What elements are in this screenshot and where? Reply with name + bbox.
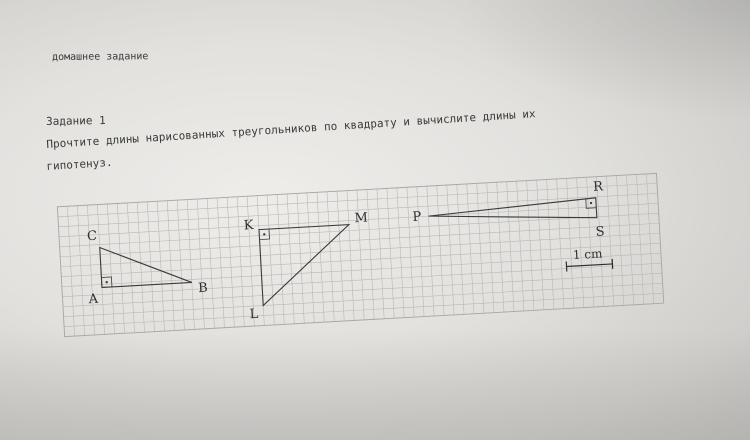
grid-line-vertical — [606, 176, 615, 306]
triangle-abc — [99, 246, 193, 289]
grid-line-vertical — [516, 181, 525, 311]
vertex-label-p: P — [412, 210, 422, 225]
grid-line-vertical — [136, 202, 145, 333]
grid-line-horizontal — [63, 282, 663, 317]
grid-line-vertical — [87, 205, 95, 335]
grid-line-vertical — [356, 190, 365, 320]
grid-line-vertical — [336, 191, 345, 322]
grid-line-horizontal — [61, 242, 661, 278]
vertex-label-s: S — [595, 224, 605, 239]
grid-line-horizontal — [59, 212, 659, 248]
grid-line-vertical — [236, 196, 245, 327]
grid-line-vertical — [206, 198, 215, 329]
grid-line-horizontal — [62, 272, 663, 307]
grid-line-vertical — [426, 186, 435, 316]
grid-line-vertical — [546, 179, 555, 310]
triangle-prs — [428, 197, 598, 219]
vertex-label-r: R — [593, 179, 605, 195]
grid-line-vertical — [626, 174, 635, 305]
paper-shadow — [0, 330, 750, 440]
grid-line-vertical — [376, 188, 385, 319]
vertex-label-m: M — [354, 211, 368, 227]
grid-line-vertical — [446, 185, 455, 315]
grid-line-vertical — [226, 197, 235, 328]
grid-line-vertical — [107, 204, 115, 334]
grid-line-vertical — [216, 197, 225, 328]
grid-line-horizontal — [58, 193, 658, 228]
grid-line-vertical — [416, 186, 425, 317]
vertex-label-l: L — [249, 307, 259, 322]
vertex-label-b: B — [198, 281, 208, 297]
grid-line-vertical — [436, 185, 445, 316]
grid-line-vertical — [77, 205, 85, 336]
grid-line-vertical — [166, 200, 175, 331]
grid-line-vertical — [176, 200, 185, 330]
grid-line-horizontal — [59, 202, 659, 238]
grid-line-vertical — [486, 182, 495, 313]
grid-line-horizontal — [60, 232, 660, 268]
grid-line-vertical — [646, 173, 655, 304]
grid-line-vertical — [296, 193, 305, 324]
grid-line-vertical — [506, 181, 515, 312]
scale-bar — [565, 258, 614, 272]
grid-line-vertical — [266, 195, 275, 325]
grid-line-vertical — [326, 191, 335, 322]
grid-line-vertical — [67, 206, 75, 337]
grid-line-vertical — [616, 175, 625, 306]
grid-line-vertical — [526, 180, 535, 311]
grid-line-horizontal — [57, 183, 658, 218]
vertex-label-k: K — [243, 218, 254, 234]
grid-line-vertical — [466, 183, 475, 314]
grid-line-horizontal — [61, 252, 661, 288]
grid-line-vertical — [346, 190, 355, 321]
grid-line-vertical — [306, 192, 315, 323]
grid-line-vertical — [246, 196, 255, 327]
grid-line-vertical — [406, 187, 415, 318]
grid-line-vertical — [556, 178, 565, 309]
grid-line-vertical — [456, 184, 465, 315]
grid-line-vertical — [276, 194, 285, 325]
vertex-label-a: A — [87, 292, 99, 308]
grid-line-vertical — [496, 182, 505, 313]
grid-line-horizontal — [64, 292, 664, 327]
vertex-label-c: C — [87, 229, 98, 245]
grid-line-vertical — [117, 203, 125, 334]
grid-line-vertical — [596, 176, 605, 307]
grid-line-vertical — [196, 199, 205, 329]
grid-line-vertical — [636, 174, 645, 305]
grid-line-vertical — [396, 187, 405, 318]
grid-line-horizontal — [62, 262, 662, 297]
grid-line-vertical — [316, 192, 325, 323]
grid-line-vertical — [156, 201, 165, 332]
grid-line-vertical — [386, 188, 395, 319]
grid-line-vertical — [286, 193, 295, 324]
grid-line-vertical — [126, 202, 135, 333]
grid-line-vertical — [186, 199, 195, 330]
scale-label: 1 cm — [573, 246, 604, 262]
grid-line-horizontal — [60, 222, 660, 258]
triangle-klm — [258, 223, 351, 307]
paper-shadow-corner — [450, 0, 750, 120]
grid-line-vertical — [536, 180, 545, 310]
grid-line-vertical — [566, 178, 575, 309]
grid-border — [56, 172, 665, 338]
grid-line-vertical — [476, 183, 485, 314]
grid-line-vertical — [366, 189, 375, 320]
